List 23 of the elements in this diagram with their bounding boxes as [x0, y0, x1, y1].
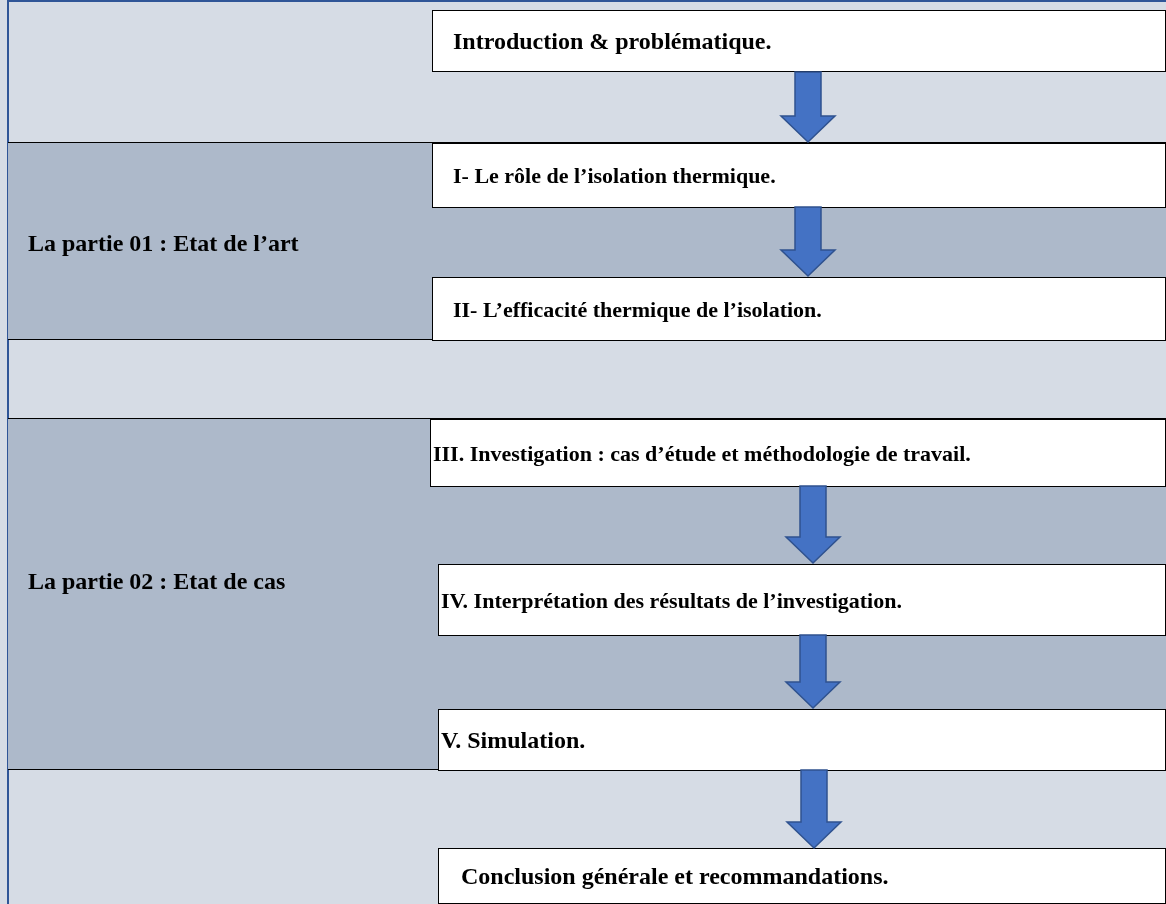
- step-label: Introduction & problématique.: [452, 27, 772, 56]
- section-label: La partie 01 : Etat de l’art: [28, 229, 299, 258]
- step-box: [438, 564, 1166, 636]
- step-label: II- L’efficacité thermique de l’isolation.: [452, 295, 822, 324]
- step-box: [432, 10, 1166, 72]
- section-band: [8, 142, 1166, 340]
- section-band: [8, 418, 1166, 770]
- section-label: La partie 02 : Etat de cas: [28, 567, 286, 596]
- step-label: I- Le rôle de l’isolation thermique.: [452, 162, 776, 190]
- step-box: [432, 143, 1166, 208]
- block-arrow: [785, 769, 843, 850]
- step-box: [430, 419, 1166, 487]
- step-label: V. Simulation.: [440, 726, 586, 755]
- step-label: IV. Interprétation des résultats de l’investigation.: [440, 586, 902, 615]
- block-arrow: [779, 71, 837, 144]
- block-arrow: [779, 206, 837, 278]
- step-label: III. Investigation : cas d’étude et méthodologie de travail.: [432, 439, 971, 468]
- block-arrow: [784, 485, 842, 565]
- block-arrow: [784, 634, 842, 710]
- step-label: Conclusion générale et recommandations.: [460, 862, 889, 891]
- step-box: [438, 848, 1166, 904]
- step-box: [432, 277, 1166, 341]
- step-box: [438, 709, 1166, 771]
